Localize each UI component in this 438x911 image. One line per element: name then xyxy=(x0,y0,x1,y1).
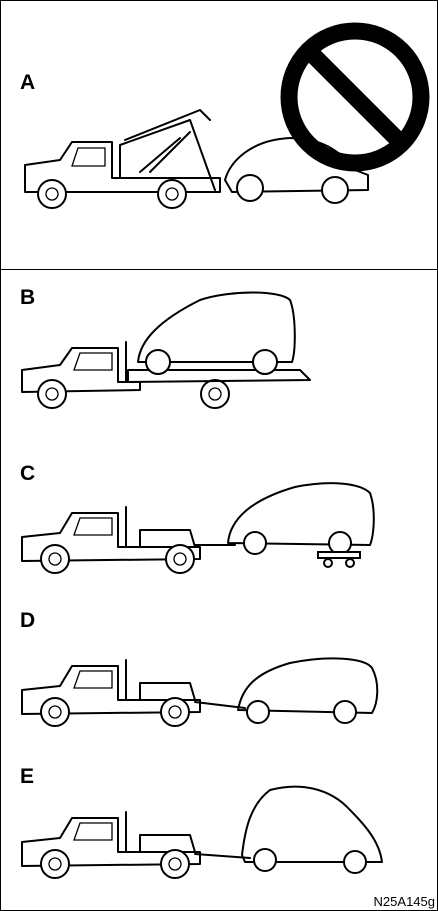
no-entry-icon xyxy=(280,22,430,172)
tow-truck-icon xyxy=(21,811,201,879)
panel-label-c: C xyxy=(20,462,36,485)
flatbed-illustration xyxy=(21,291,311,409)
panel-d: D xyxy=(0,598,438,748)
tow-truck-icon xyxy=(21,506,201,574)
panel-b: B xyxy=(0,270,438,430)
panel-label-b: B xyxy=(20,286,36,309)
tow-truck-sling-illustration xyxy=(24,22,430,209)
panel-e: E N25A145g xyxy=(0,750,438,910)
wheel-lift-arm xyxy=(194,853,251,859)
dolly-icon xyxy=(317,551,361,568)
towed-car-icon xyxy=(227,482,375,555)
tow-truck-icon xyxy=(21,341,230,409)
panel-label-d: D xyxy=(20,609,36,632)
wheel-lift-front-illustration xyxy=(21,657,379,727)
panel-a: A xyxy=(0,0,438,269)
dolly-illustration xyxy=(21,482,375,574)
figure-code: N25A145g xyxy=(373,894,435,909)
tow-truck-icon xyxy=(21,659,201,727)
wheel-lift-rear-illustration xyxy=(21,785,383,879)
flatbed-deck xyxy=(127,369,311,383)
carried-car-icon xyxy=(137,291,296,375)
panel-label-e: E xyxy=(20,765,35,788)
wheel-lift-arm xyxy=(194,701,246,709)
towed-car-icon xyxy=(241,785,383,874)
panel-label-a: A xyxy=(20,71,36,94)
tow-truck-icon xyxy=(24,109,221,209)
towed-car-icon xyxy=(237,657,379,724)
panel-c: C xyxy=(0,445,438,595)
section-divider xyxy=(0,269,438,270)
